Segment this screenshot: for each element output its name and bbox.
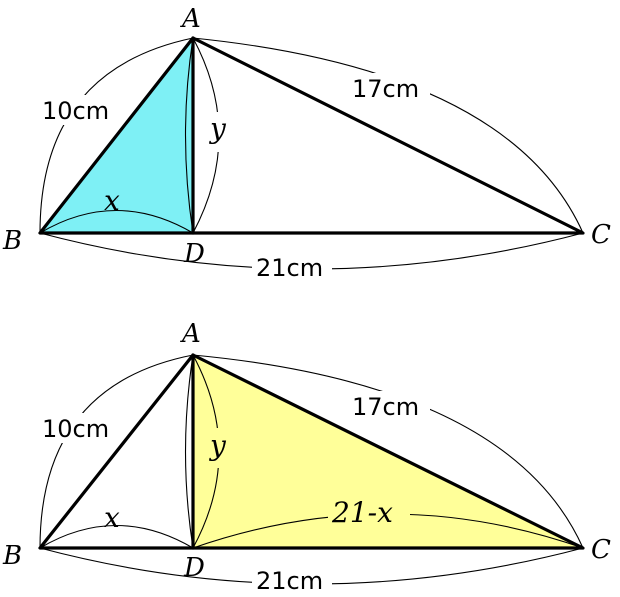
bottom-triangle-ABC [38, 353, 585, 550]
top-length-BC: 21cm [256, 254, 323, 282]
top-label-bg-bc [252, 252, 332, 282]
top-label-bg-ab [40, 95, 112, 125]
top-point-D: D [183, 239, 205, 269]
top-length-AC: 17cm [352, 75, 419, 103]
top-triangle-ABC [38, 36, 585, 235]
top-point-B: B [2, 226, 22, 256]
bottom-label-bg-y [205, 428, 235, 468]
top-length-AB: 10cm [42, 97, 109, 125]
bottom-point-D: D [183, 553, 205, 583]
bottom-var-21-minus-x: 21-x [331, 496, 393, 529]
bottom-var-x: x [104, 501, 120, 534]
top-arc-AC [192, 37, 584, 234]
top-point-A: A [180, 4, 201, 34]
bottom-point-A: A [180, 319, 201, 349]
bottom-length-AB: 10cm [42, 415, 109, 443]
top-var-x: x [104, 184, 120, 217]
bottom-length-BC: 21cm [256, 567, 323, 595]
bottom-label-bg-21x [328, 497, 410, 531]
bottom-label-bg-bc [252, 565, 332, 595]
bottom-arc-AD-left [184, 354, 194, 549]
top-figure: A B C D 10cm 17cm 21cm x y [2, 4, 611, 282]
bottom-arc-AC [192, 354, 584, 549]
top-var-y: y [208, 112, 227, 145]
top-point-C: C [591, 220, 611, 250]
bottom-label-bg-ac [348, 391, 430, 421]
bottom-point-B: B [2, 541, 22, 571]
top-arc-BD [39, 209, 194, 234]
bottom-var-y: y [208, 429, 227, 462]
bottom-arc-BD [39, 524, 194, 549]
bottom-label-bg-ab [40, 413, 112, 443]
bottom-point-C: C [591, 535, 611, 565]
top-label-bg-ac [348, 73, 430, 103]
bottom-length-AC: 17cm [352, 393, 419, 421]
bottom-figure: A B C D 10cm 17cm 21cm x y 21-x [2, 319, 611, 595]
top-arc-AD-left [184, 37, 194, 234]
top-label-bg-y [205, 112, 235, 152]
